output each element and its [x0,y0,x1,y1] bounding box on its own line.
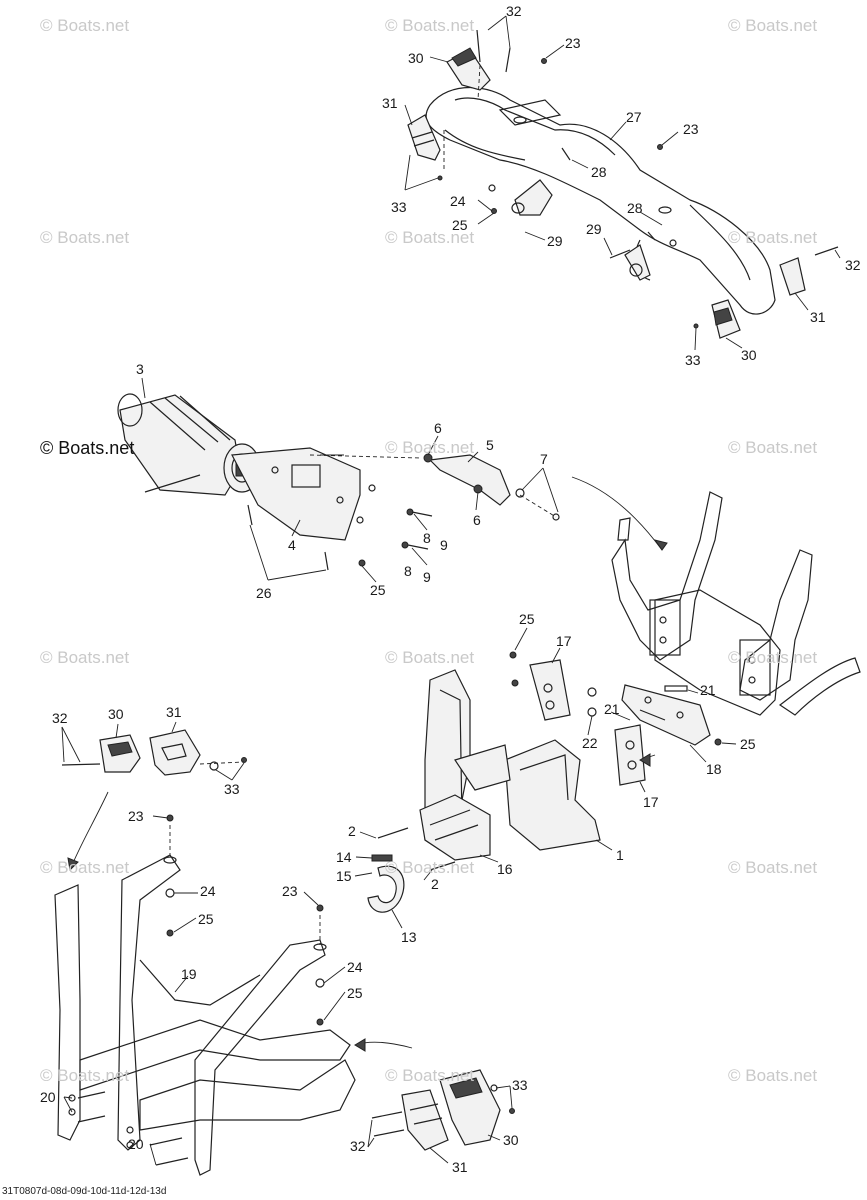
callout-2: 2 [348,823,356,839]
callout-26: 26 [256,585,272,601]
callout-21: 21 [604,701,620,717]
watermark: © Boats.net [728,648,818,667]
clamp-detail-left-leaders [61,721,245,781]
callout-32: 32 [52,710,68,726]
watermark: © Boats.net [385,1066,475,1085]
callout-3: 3 [136,361,144,377]
callout-4: 4 [288,537,296,553]
watermark: © Boats.net [40,16,130,35]
upper-mount-brackets [407,47,806,339]
callout-28: 28 [591,164,607,180]
callout-9: 9 [423,569,431,585]
callout-17: 17 [556,633,572,649]
callout-23: 23 [282,883,298,899]
callout-30: 30 [741,347,757,363]
callout-24: 24 [347,959,363,975]
callout-30: 30 [108,706,124,722]
callout-25: 25 [740,736,756,752]
callout-17: 17 [643,794,659,810]
callout-27: 27 [626,109,642,125]
watermark: © Boats.net [385,438,475,457]
tow-hook [367,827,456,913]
callout-25: 25 [347,985,363,1001]
watermark: © Boats.net [40,1066,130,1085]
callout-32: 32 [350,1138,366,1154]
upper-fasteners [437,29,839,329]
callout-31: 31 [166,704,182,720]
watermark: © Boats.net [385,648,475,667]
bumper-bracket-leaders [354,627,737,929]
callout-25: 25 [370,582,386,598]
callout-8: 8 [404,563,412,579]
callout-31: 31 [810,309,826,325]
watermark-main: © Boats.net [40,438,135,458]
callout-29: 29 [586,221,602,237]
watermark: © Boats.net [728,16,818,35]
callout-33: 33 [685,352,701,368]
upper-bar-assembly [425,86,776,315]
front-bumper-brackets [419,651,722,861]
callout-25: 25 [519,611,535,627]
winch-assembly [117,393,433,571]
watermark: © Boats.net [728,858,818,877]
callout-31: 31 [382,95,398,111]
callout-30: 30 [408,50,424,66]
watermark: © Boats.net [728,438,818,457]
watermark: © Boats.net [385,858,475,877]
watermark: © Boats.net [385,228,475,247]
brush-guard-leaders [63,791,413,1166]
callout-16: 16 [497,861,513,877]
frame-section [611,491,861,716]
watermark: © Boats.net [40,858,130,877]
callout-32: 32 [506,3,522,19]
callout-23: 23 [565,35,581,51]
callout-30: 30 [503,1132,519,1148]
callout-23: 23 [683,121,699,137]
callout-25: 25 [452,217,468,233]
clamp-detail-left [61,729,247,776]
watermark: © Boats.net [40,648,130,667]
watermark: © Boats.net [728,228,818,247]
fairlead-bracket [423,453,560,521]
callout-32: 32 [845,257,861,273]
callout-33: 33 [224,781,240,797]
callout-31: 31 [452,1159,468,1175]
callout-13: 13 [401,929,417,945]
callout-6: 6 [473,512,481,528]
callout-22: 22 [582,735,598,751]
callout-1: 1 [616,847,624,863]
watermark: © Boats.net [40,228,130,247]
callout-19: 19 [181,966,197,982]
callout-14: 14 [336,849,352,865]
callout-5: 5 [486,437,494,453]
callout-7: 7 [540,451,548,467]
callout-20: 20 [40,1089,56,1105]
callout-33: 33 [391,199,407,215]
callout-2: 2 [431,876,439,892]
watermark: © Boats.net [385,16,475,35]
callout-8: 8 [423,530,431,546]
callout-9: 9 [440,537,448,553]
callout-23: 23 [128,808,144,824]
callout-21: 21 [700,682,716,698]
callout-33: 33 [512,1077,528,1093]
callout-18: 18 [706,761,722,777]
callout-25: 25 [198,911,214,927]
callout-24: 24 [200,883,216,899]
callout-6: 6 [434,420,442,436]
watermark: © Boats.net [728,1066,818,1085]
callout-29: 29 [547,233,563,249]
clamp-detail-bottom-leaders [367,1085,513,1164]
middle-leaders [141,377,668,583]
callout-15: 15 [336,868,352,884]
upper-leaders [404,15,841,351]
callout-28: 28 [627,200,643,216]
drawing-code: 31T0807d-08d-09d-10d-11d-12d-13d [2,1186,167,1197]
clamp-detail-bottom [371,1069,515,1151]
callout-24: 24 [450,193,466,209]
callout-20: 20 [128,1136,144,1152]
